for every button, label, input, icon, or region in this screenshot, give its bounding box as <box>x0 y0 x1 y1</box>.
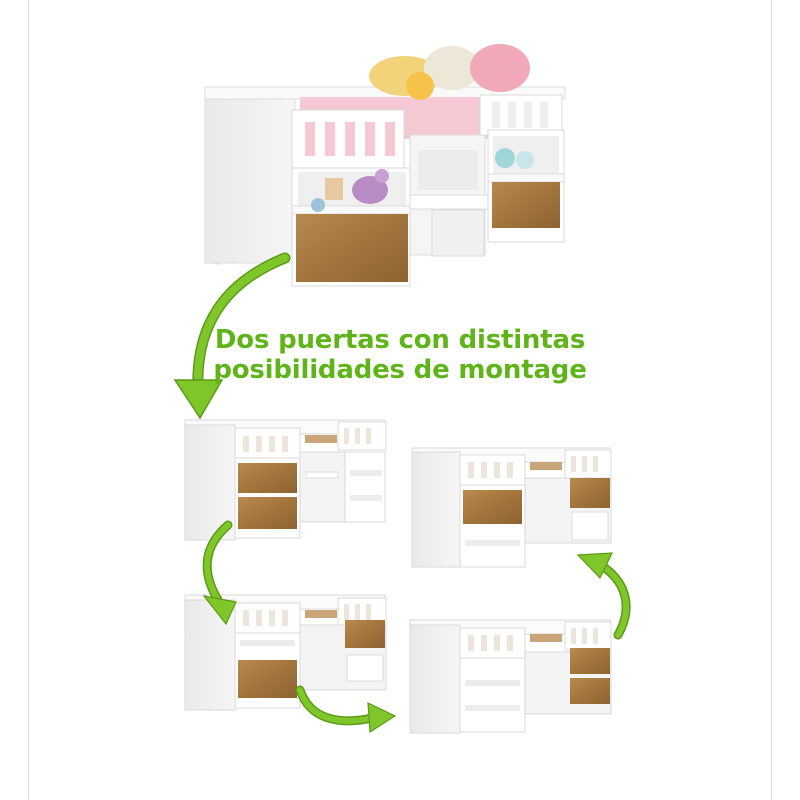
caption: Dos puertas con distintas posibilidades … <box>180 325 620 385</box>
configuration-variant-4 <box>409 619 612 734</box>
bunk-bed-hero-photo <box>204 44 566 287</box>
arrow-variant4-to-variant2 <box>576 552 631 640</box>
arrow-variant3-to-variant4 <box>295 685 397 734</box>
caption-line-2: posibilidades de montage <box>213 355 587 385</box>
right-frame-line <box>771 0 772 800</box>
arrow-hero-to-variants <box>173 252 291 420</box>
caption-line-1: Dos puertas con distintas <box>214 325 586 355</box>
configuration-variant-1 <box>184 419 387 541</box>
left-frame-line <box>28 0 29 800</box>
configuration-variant-2 <box>411 447 612 568</box>
arrow-variant1-to-variant3 <box>202 520 237 626</box>
configuration-variant-3 <box>184 594 387 711</box>
